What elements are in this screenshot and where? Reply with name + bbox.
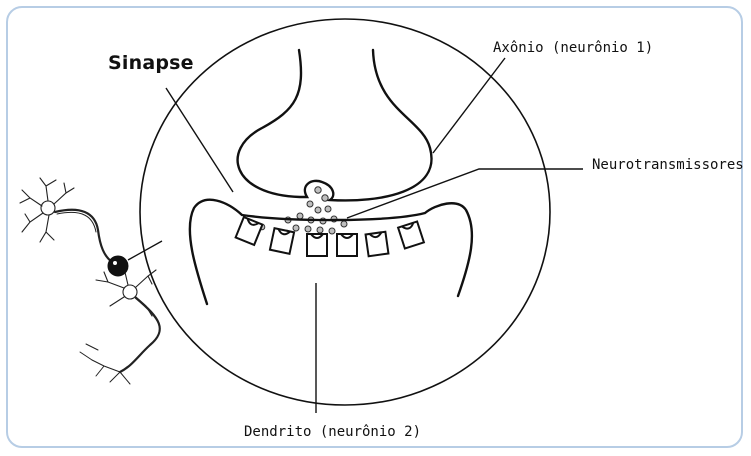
leader-axon	[433, 58, 505, 153]
neurotransmitters-label: Neurotransmissores	[592, 157, 744, 173]
vesicles	[307, 187, 331, 213]
axon-label: Axônio (neurônio 1)	[493, 40, 653, 56]
diagram-title: Sinapse	[108, 52, 194, 74]
magnifier-circle	[140, 19, 550, 405]
synapse-location-highlight	[113, 261, 117, 265]
neurotransmitter-molecules	[259, 213, 347, 236]
dendrite-membrane	[190, 200, 472, 304]
axon-terminal	[238, 50, 432, 200]
leader-title	[166, 88, 233, 192]
dendrite-label: Dendrito (neurônio 2)	[244, 424, 421, 440]
receptors	[236, 217, 424, 256]
neuron-illustration	[20, 178, 160, 384]
synapse-location-marker	[108, 256, 128, 276]
